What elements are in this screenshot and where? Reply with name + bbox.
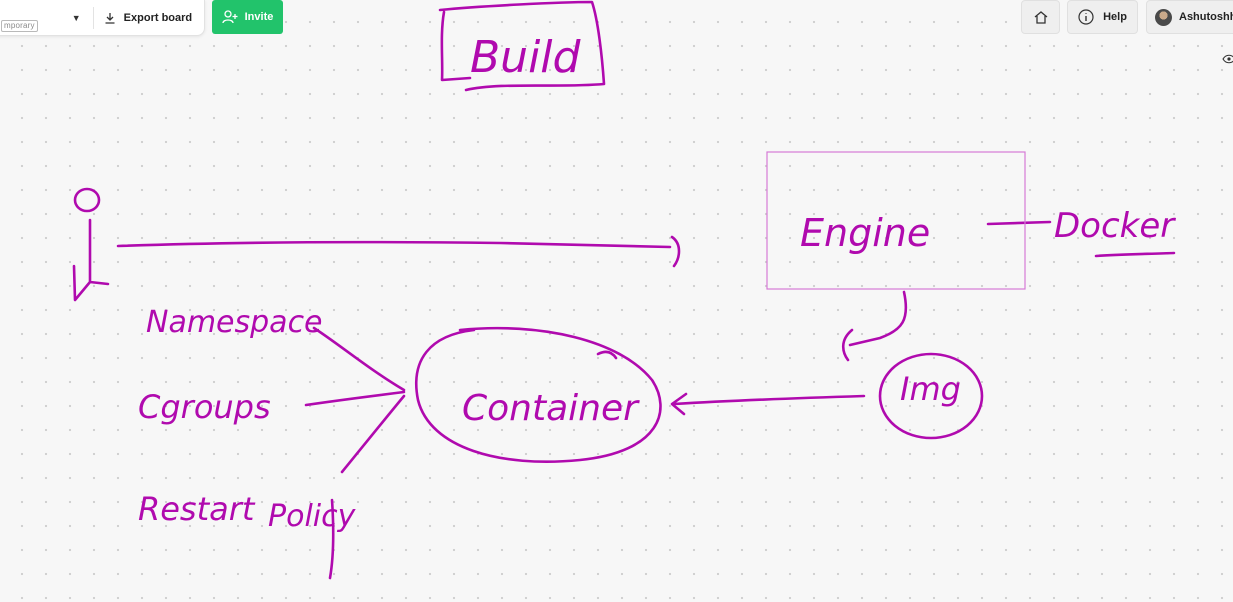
namespace-label: Namespace (146, 305, 323, 340)
user-name: Ashutoshh (1179, 11, 1233, 23)
engine-label: Engine (800, 211, 930, 255)
actor-arrow (116, 235, 681, 268)
avatar (1155, 8, 1172, 26)
policy-label: Policy (268, 499, 357, 534)
export-board-button[interactable]: Export board (104, 12, 192, 24)
engine-box[interactable] (766, 151, 1026, 290)
cgroups-line (304, 390, 406, 407)
img-circle (878, 352, 984, 440)
engine-img-connector (841, 290, 908, 362)
actor-head (73, 187, 101, 213)
restart-label: Restart (138, 490, 256, 528)
help-button[interactable]: Help (1067, 0, 1138, 34)
invite-button[interactable]: Invite (212, 0, 283, 34)
build-box (438, 0, 606, 92)
invite-label: Invite (244, 11, 274, 23)
engine-docker-line (986, 220, 1052, 226)
img-label: Img (900, 370, 961, 408)
help-label: Help (1103, 11, 1127, 23)
namespace-line (312, 326, 406, 392)
container-label: Container (462, 388, 640, 429)
build-title: Build (470, 32, 582, 83)
docker-underline (1094, 251, 1176, 258)
info-icon (1078, 9, 1094, 25)
board-toolbar: mporary ▼ Export board (0, 0, 205, 36)
img-container-arrow (670, 392, 866, 416)
eye-icon[interactable] (1222, 54, 1233, 64)
home-icon (1034, 10, 1047, 24)
user-menu-button[interactable]: Ashutoshh (1146, 0, 1233, 34)
download-icon (105, 12, 115, 24)
export-board-label: Export board (123, 11, 193, 24)
container-ellipse (415, 326, 662, 464)
toolbar-divider (92, 6, 94, 29)
chevron-down-icon[interactable]: ▼ (71, 12, 81, 23)
actor-body (72, 218, 110, 302)
add-user-icon (221, 10, 238, 24)
restart-line (340, 394, 406, 474)
docker-label: Docker (1054, 206, 1176, 246)
cgroups-label: Cgroups (138, 388, 271, 426)
policy-tail (328, 498, 335, 580)
board-status-badge: mporary (1, 19, 38, 32)
home-button[interactable] (1021, 0, 1060, 34)
